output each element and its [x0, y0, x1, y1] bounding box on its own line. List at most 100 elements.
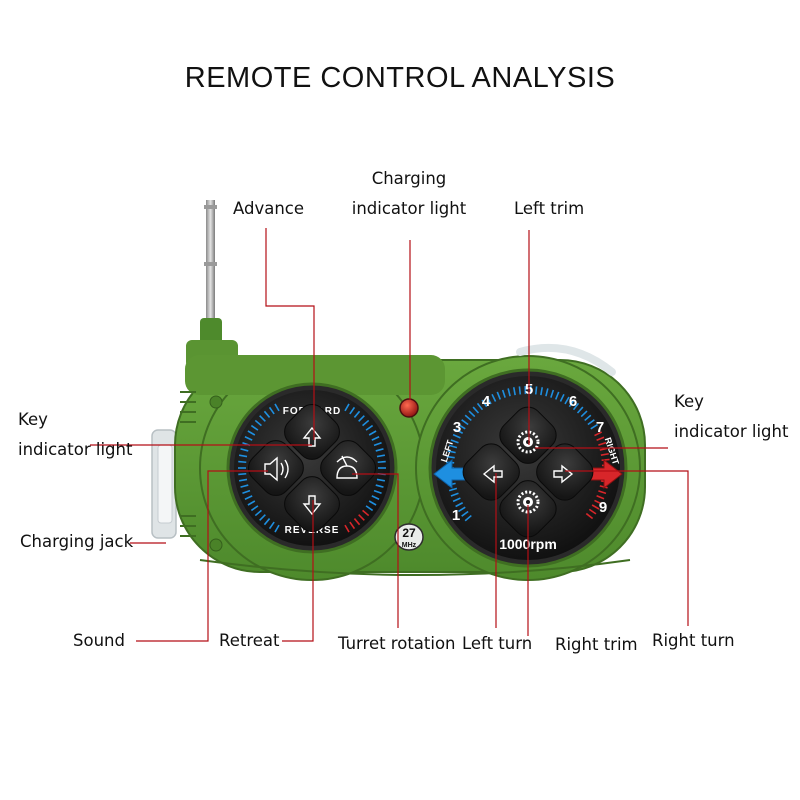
left-dial: FORWARD REVERSE [226, 382, 398, 554]
label-sound: Sound [73, 631, 125, 650]
dial-tick [373, 489, 382, 495]
dial-tick [518, 386, 522, 395]
left-turn-button[interactable] [482, 464, 503, 484]
up-arrow-icon [302, 426, 322, 447]
dial-tick [486, 396, 492, 405]
dial-tick [554, 391, 560, 400]
dial-tick [375, 484, 384, 488]
dial-tick [349, 406, 356, 415]
gear-icon [516, 430, 540, 454]
label-charging-jack: Charging jack [20, 532, 134, 551]
dial-number: 4 [482, 393, 491, 410]
dial-tick [464, 414, 472, 422]
dial-tick [545, 388, 549, 397]
dial-tick [238, 478, 248, 482]
dial-tick [594, 499, 603, 505]
dial-tick [446, 455, 455, 459]
frequency-unit: MHz [402, 542, 417, 549]
dial-tick [353, 410, 361, 418]
label-left-turn: Left turn [462, 634, 533, 653]
charging-jack-hardware [151, 429, 177, 539]
dial-tick [540, 387, 544, 396]
dial-number: 6 [569, 393, 577, 410]
dial-tick [344, 524, 350, 533]
dial-tick [247, 500, 256, 506]
dial-tick [585, 512, 594, 520]
left-trim-button[interactable] [516, 430, 540, 454]
dial-tick [452, 497, 461, 503]
leader-lines [90, 228, 689, 642]
dial-tick [594, 431, 603, 437]
dial-tick [588, 508, 597, 515]
dial-tick [238, 460, 247, 464]
dial-tick [268, 521, 275, 530]
dial-tick [590, 423, 598, 430]
label-charging-line2: indicator light [351, 199, 467, 218]
dial-tick [238, 454, 248, 458]
dial-tick [242, 489, 251, 495]
dial-tick [373, 441, 382, 447]
dial-tick [450, 439, 459, 444]
dial-tick [254, 509, 262, 517]
dial-tick [580, 410, 588, 418]
dial-tick [598, 490, 607, 495]
dial-tick [507, 388, 511, 397]
dial-tick [496, 391, 502, 400]
dial-tick [501, 389, 506, 398]
label-key-left-line2: indicator light [18, 440, 133, 459]
label-right-turn: Right turn [652, 631, 735, 650]
dial-tick [349, 521, 356, 530]
dial-tick [596, 436, 605, 442]
frequency-value: 27 [402, 526, 416, 540]
dial-tick [572, 402, 580, 411]
dial-tick [600, 452, 609, 456]
forward-button[interactable] [302, 426, 322, 447]
dial-tick [458, 506, 466, 513]
dial-tick [584, 414, 592, 422]
label-retreat: Retreat [219, 631, 280, 650]
dial-tick [244, 436, 253, 441]
dial-tick [377, 460, 386, 464]
dial-tick [259, 415, 266, 422]
label-advance: Advance [233, 199, 305, 218]
dial-tick [461, 419, 469, 426]
dial-tick [481, 399, 488, 408]
speaker-icon [264, 456, 289, 482]
dial-tick [587, 419, 595, 426]
label-key-left-line1: Key [18, 410, 48, 429]
dial-tick [452, 433, 461, 439]
dial-tick [244, 495, 253, 500]
dial-tick [450, 492, 459, 497]
dial-tick [512, 387, 516, 396]
gear-icon [516, 490, 540, 514]
label-key-right-line2: indicator light [674, 422, 789, 441]
dial-number: 1 [452, 507, 460, 524]
label-key-right-line1: Key [674, 392, 704, 411]
right-trim-button[interactable] [516, 490, 540, 514]
dial-tick [250, 424, 259, 431]
dial-tick [371, 495, 380, 500]
dial-tick [358, 415, 365, 422]
sound-button[interactable] [264, 456, 289, 482]
dial-tick [358, 514, 365, 521]
dial-tick [274, 524, 280, 533]
dial-tick [238, 472, 247, 476]
right-turn-button[interactable] [553, 464, 574, 484]
dial-tick [447, 450, 456, 454]
dial-tick [468, 410, 476, 418]
dial-number: 3 [453, 419, 461, 436]
dial-tick [268, 406, 275, 415]
dial-tick [455, 502, 464, 508]
dial-tick [375, 448, 384, 452]
dial-number: 7 [596, 419, 604, 436]
dial-tick [368, 500, 377, 506]
label-left-trim: Left trim [514, 199, 585, 218]
antenna [186, 200, 238, 368]
reverse-button[interactable] [302, 495, 322, 516]
left-arrow-icon [482, 464, 503, 484]
dial-tick [247, 430, 256, 436]
dial-tick [491, 393, 497, 402]
dial-tick [576, 406, 584, 414]
dial-tick [448, 487, 458, 492]
